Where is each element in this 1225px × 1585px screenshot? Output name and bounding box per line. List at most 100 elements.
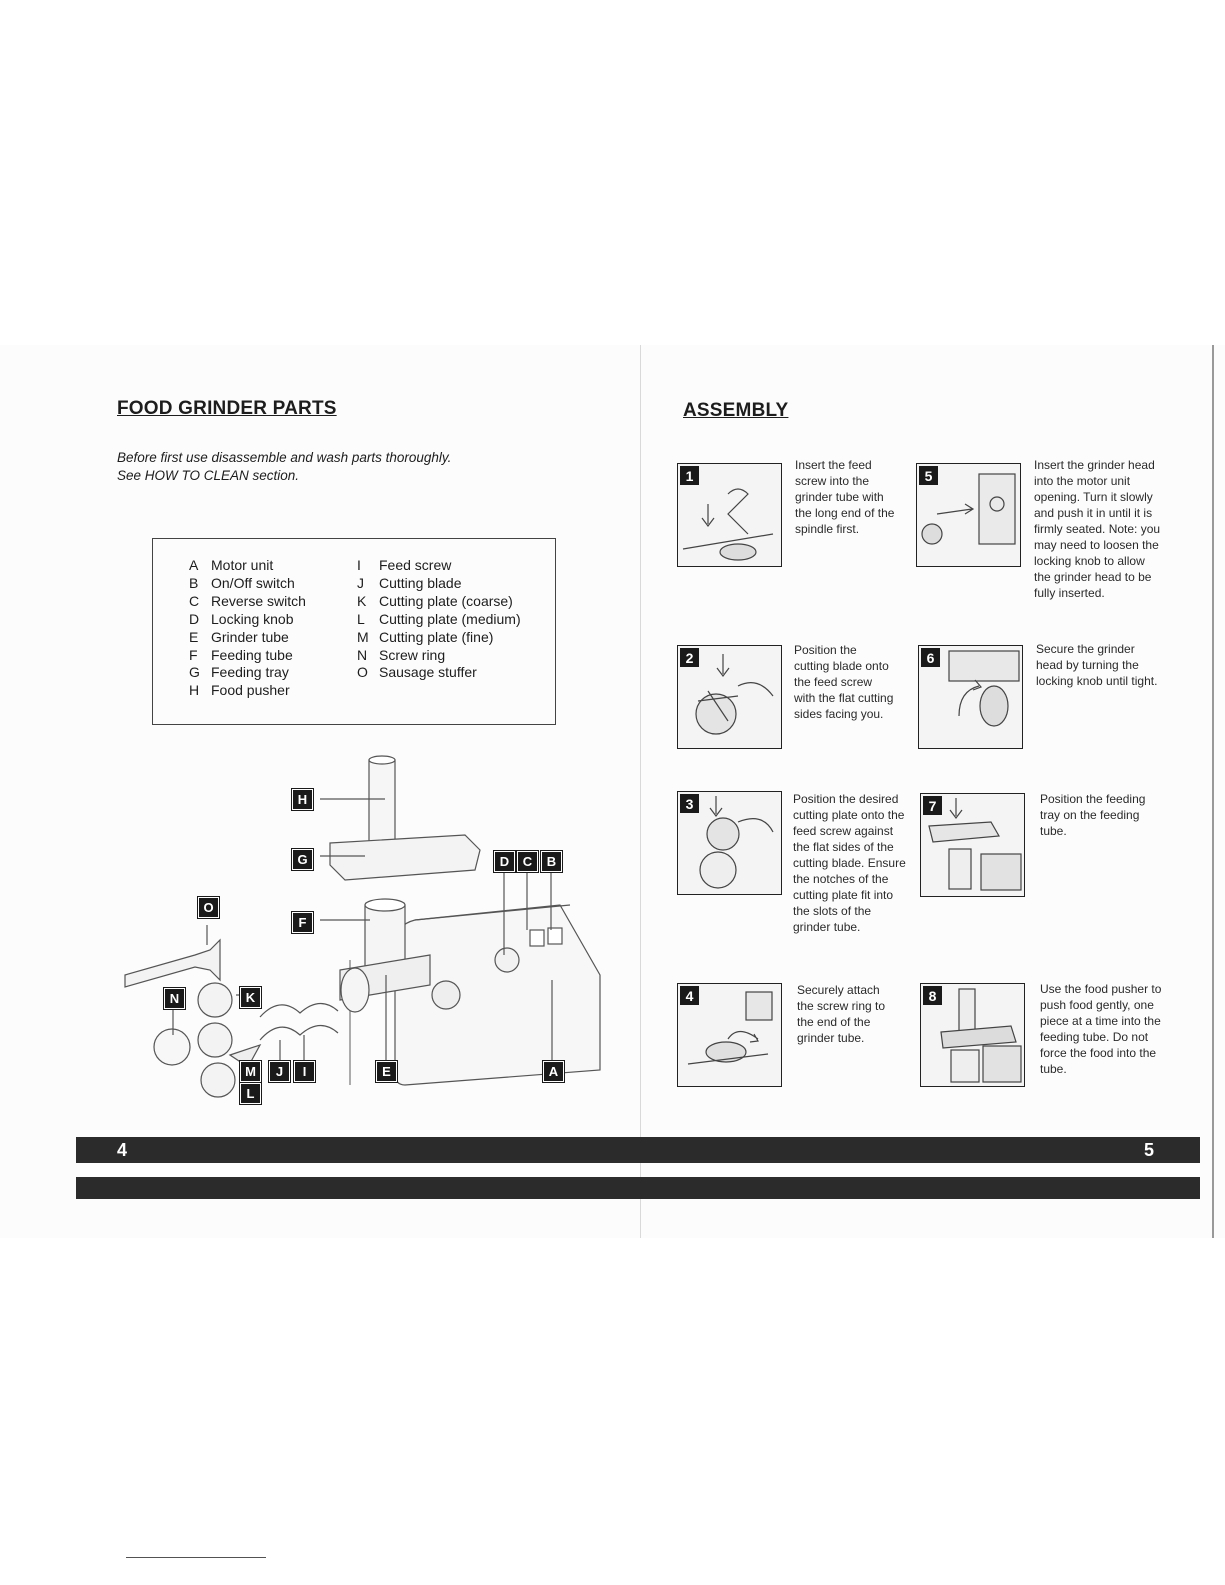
- part-letter: C: [189, 592, 200, 609]
- step-number: 3: [680, 794, 699, 813]
- part-name: Cutting plate (medium): [379, 610, 521, 627]
- parts-title: FOOD GRINDER PARTS: [117, 398, 337, 419]
- step-8-drawing: [940, 988, 1022, 1083]
- step-number: 6: [921, 648, 940, 667]
- callout-n: N: [163, 987, 186, 1010]
- part-row: C Reverse switch: [189, 593, 306, 611]
- step-number: 1: [680, 466, 699, 485]
- part-letter: A: [189, 557, 199, 573]
- callout-i: I: [293, 1060, 316, 1083]
- part-name: Screw ring: [379, 646, 446, 663]
- page-spine: [640, 345, 641, 1238]
- part-letter: O: [357, 664, 368, 681]
- part-letter: B: [189, 574, 199, 591]
- part-letter: I: [357, 557, 361, 573]
- part-name: Reverse switch: [211, 592, 306, 609]
- step-2-illustration: 2: [677, 645, 782, 749]
- step-7-drawing: [928, 798, 1022, 891]
- part-letter: K: [357, 592, 367, 609]
- callout-g: G: [291, 848, 314, 871]
- callout-f: F: [291, 911, 314, 934]
- part-letter: M: [357, 628, 369, 645]
- step-3-illustration: 3: [677, 791, 782, 895]
- step-2-text: Position the cutting blade onto the feed…: [794, 643, 894, 721]
- step-number: 2: [680, 648, 699, 667]
- part-letter: G: [189, 664, 200, 681]
- step-number: 4: [680, 986, 699, 1005]
- part-row: B On/Off switch: [189, 575, 306, 593]
- step-number: 5: [919, 466, 938, 485]
- callout-d: D: [493, 850, 516, 873]
- part-letter: H: [189, 682, 200, 699]
- callout-b: B: [540, 850, 563, 873]
- part-row: A Motor unit: [189, 557, 306, 575]
- intro-text: Before first use disassemble and wash pa…: [117, 449, 451, 485]
- callout-h: H: [291, 788, 314, 811]
- step-8-text: Use the food pusher to push food gently,…: [1040, 982, 1162, 1076]
- footer-bar-lower: [76, 1177, 1200, 1199]
- step-1-illustration: 1: [677, 463, 782, 567]
- page-number-left: 4: [117, 1140, 128, 1160]
- part-name: Cutting plate (fine): [379, 628, 494, 645]
- step-number: 8: [923, 986, 942, 1005]
- part-row: N Screw ring: [357, 647, 521, 665]
- part-letter: D: [189, 610, 200, 627]
- page-number-right: 5: [1144, 1140, 1155, 1160]
- step-5-drawing: [921, 473, 1016, 545]
- callout-e: E: [375, 1060, 398, 1083]
- part-row: I Feed screw: [357, 557, 521, 575]
- parts-list-left: A Motor unit B On/Off switch C Reverse swit…: [189, 557, 306, 700]
- part-row: M Cutting plate (fine): [357, 629, 521, 647]
- step-5-illustration: 5: [916, 463, 1021, 567]
- step-6-illustration: 6: [918, 645, 1023, 749]
- part-name: Feeding tube: [211, 646, 293, 663]
- intro-line-2: See HOW TO CLEAN section.: [117, 468, 300, 483]
- assembly-title: ASSEMBLY: [683, 400, 789, 421]
- callout-m: M: [239, 1060, 262, 1083]
- step-4-text: Securely attach the screw ring to the en…: [797, 983, 886, 1045]
- part-row: D Locking knob: [189, 611, 306, 629]
- part-name: On/Off switch: [211, 574, 295, 591]
- intro-line-1: Before first use disassemble and wash pa…: [117, 450, 452, 465]
- step-5-text: Insert the grinder head into the motor u…: [1034, 458, 1161, 600]
- step-3-drawing: [699, 796, 774, 889]
- part-letter: L: [357, 610, 365, 627]
- part-name: Locking knob: [211, 610, 294, 627]
- bottom-link-underline: [126, 1557, 266, 1558]
- part-letter: E: [189, 628, 199, 645]
- callout-o: O: [197, 896, 220, 919]
- callout-j: J: [268, 1060, 291, 1083]
- part-name: Cutting plate (coarse): [379, 592, 513, 609]
- part-letter: N: [357, 646, 368, 663]
- grinder-exploded-diagram: H G F O D C B N K M J I E A L: [110, 755, 630, 1115]
- part-row: L Cutting plate (medium): [357, 611, 521, 629]
- part-letter: F: [189, 646, 198, 663]
- footer-bar: [76, 1137, 1200, 1163]
- part-name: Feed screw: [379, 557, 452, 573]
- part-name: Feeding tray: [211, 664, 289, 681]
- part-row: E Grinder tube: [189, 629, 306, 647]
- parts-list-box: A Motor unit B On/Off switch C Reverse swit…: [152, 538, 556, 725]
- step-4-illustration: 4: [677, 983, 782, 1087]
- step-1-text: Insert the feed screw into the grinder t…: [795, 458, 895, 536]
- part-name: Cutting blade: [379, 574, 462, 591]
- callout-a: A: [542, 1060, 565, 1083]
- step-7-illustration: 7: [920, 793, 1025, 897]
- callout-c: C: [516, 850, 539, 873]
- step-1-drawing: [682, 488, 774, 561]
- part-row: G Feeding tray: [189, 664, 306, 682]
- part-name: Motor unit: [211, 557, 274, 573]
- part-name: Grinder tube: [211, 628, 289, 645]
- step-2-drawing: [695, 654, 774, 735]
- step-8-illustration: 8: [920, 983, 1025, 1087]
- step-4-drawing: [687, 991, 773, 1065]
- page-edge: [1212, 345, 1214, 1238]
- part-row: K Cutting plate (coarse): [357, 593, 521, 611]
- step-6-drawing: [948, 650, 1020, 727]
- callout-k: K: [239, 986, 262, 1009]
- step-number: 7: [923, 796, 942, 815]
